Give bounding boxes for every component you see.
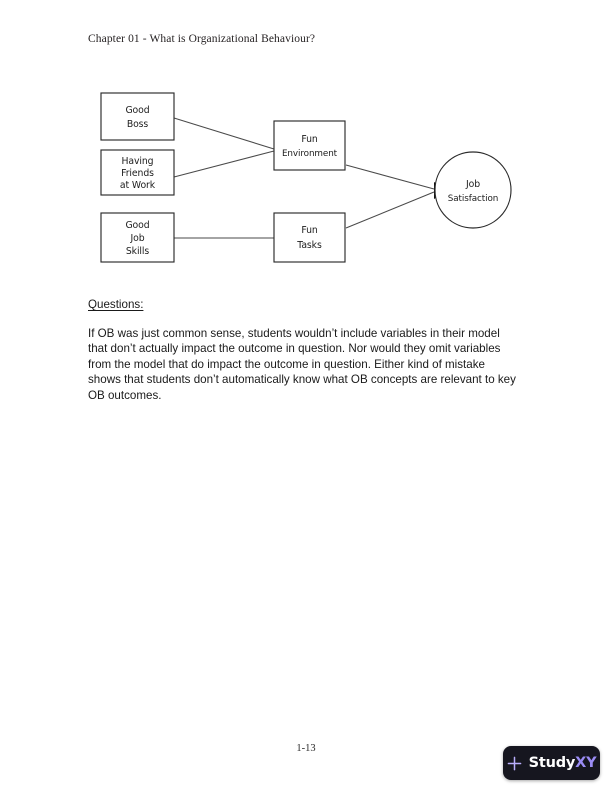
studyxy-watermark-badge[interactable]: StudyXY [503,746,600,780]
edge-good-boss-to-fun-environment [173,117,275,150]
watermark-brand: StudyXY [529,755,597,771]
node-good-job-skills-line1: Good [125,220,149,231]
node-good-job-skills-line2: Job [129,233,144,244]
node-fun-environment-line1: Fun [301,134,318,145]
page-number: 1-13 [296,743,316,754]
node-good-job-skills: Good Job Skills [100,212,175,263]
node-job-satisfaction-line1: Job [465,179,480,190]
node-fun-tasks: Fun Tasks [273,212,346,263]
node-good-boss-line2: Boss [127,119,149,130]
node-having-friends-line2: Friends [121,168,154,179]
answer-paragraph: If OB was just common sense, students wo… [88,327,516,402]
node-fun-tasks-line2: Tasks [296,240,322,251]
diagram-edges [173,117,435,239]
node-fun-environment: Fun Environment [273,120,346,171]
page-header: Chapter 01 - What is Organizational Beha… [88,33,316,45]
node-having-friends-line3: at Work [120,180,156,191]
watermark-brand-accent: XY [575,755,597,771]
node-good-boss-line1: Good [125,105,149,116]
node-fun-environment-line2: Environment [282,149,338,159]
node-job-satisfaction: Job Satisfaction [434,151,512,229]
questions-heading: Questions: [88,298,144,311]
edge-fun-tasks-to-job-satisfaction [345,191,435,229]
node-good-boss: Good Boss [100,92,175,141]
watermark-brand-primary: Study [528,755,576,771]
node-good-job-skills-line3: Skills [126,246,150,257]
edge-having-friends-to-fun-environment [173,150,275,178]
node-fun-tasks-line1: Fun [301,225,318,236]
job-satisfaction-diagram: Good Boss Having Friends at Work Good Jo… [90,80,530,280]
edge-fun-environment-to-job-satisfaction [345,164,435,190]
node-job-satisfaction-line2: Satisfaction [448,194,498,204]
node-having-friends-at-work: Having Friends at Work [100,149,175,196]
node-having-friends-line1: Having [122,156,154,167]
plus-icon [507,756,521,770]
